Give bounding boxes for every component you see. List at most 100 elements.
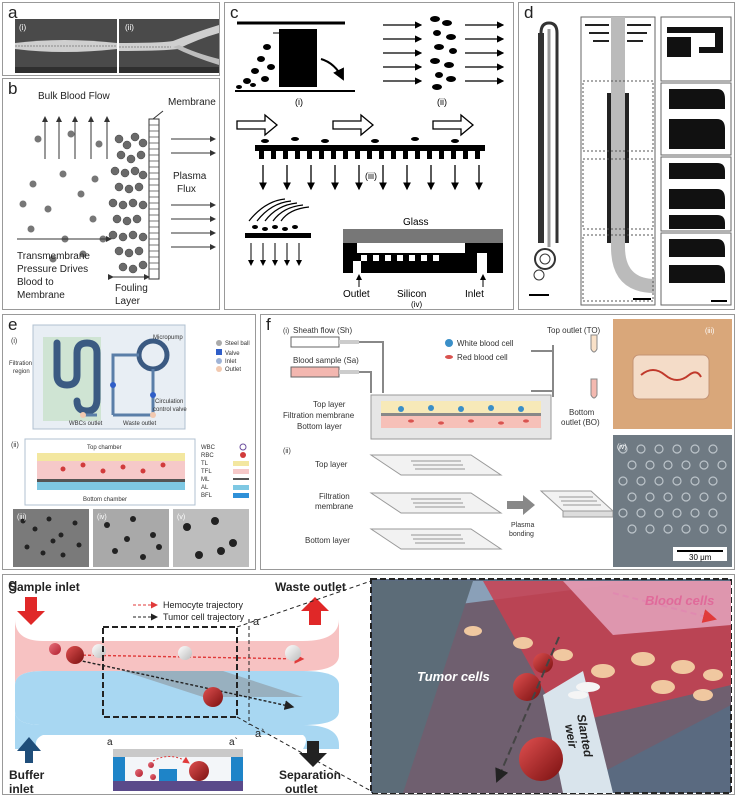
- panel-e-sub-ii: (ii): [11, 442, 19, 449]
- bottom-chamber-label: Bottom chamber: [83, 497, 127, 503]
- outlet-label: Outlet: [343, 289, 370, 300]
- inlet-label: Inlet: [465, 289, 484, 300]
- hemocyte-label: Hemocyte trajectory: [163, 600, 244, 610]
- legend-wbc: WBC: [201, 445, 216, 451]
- panel-e-diagram: (i) Filtration region Micropump WBCs out…: [9, 324, 250, 567]
- panel-f-sub-iv: (iv): [617, 444, 627, 451]
- red-blood-cell-label: Red blood cell: [457, 353, 508, 362]
- separation-outlet-1: Separation: [279, 768, 341, 782]
- panel-g-diagram: Sample inlet Waste outlet Hemocyte traje…: [9, 578, 732, 795]
- panel-f-sub-i: (i): [283, 328, 289, 335]
- tumor-cells-label: Tumor cells: [417, 669, 490, 684]
- panel-c-sub-i: (i): [295, 97, 303, 107]
- fouling-line-1: Fouling: [115, 283, 148, 294]
- fouling-line-2: Layer: [115, 296, 141, 307]
- weir-label: weir: [562, 723, 580, 750]
- blood-cells-label: Blood cells: [645, 593, 714, 608]
- plasma-bonding-1: Plasma: [511, 522, 534, 529]
- panel-c: c (i) (ii): [224, 2, 514, 310]
- panel-e-label: e: [8, 315, 18, 334]
- panel-g: g Sample inlet Waste outlet Hemocyte tra…: [2, 574, 735, 795]
- bottom-outlet-1: Bottom: [569, 408, 595, 417]
- top-layer-label: Top layer: [313, 400, 346, 409]
- sample-inlet-arrow: [17, 597, 45, 625]
- trans-line-2: Pressure Drives: [17, 264, 88, 275]
- panel-c-label: c: [230, 3, 239, 22]
- layers2-top: Top layer: [315, 460, 348, 469]
- panel-g-label: g: [8, 575, 18, 594]
- legend-al: AL: [201, 485, 209, 491]
- legend-ml: ML: [201, 477, 210, 483]
- panel-c-diagram: (i) (ii): [235, 16, 505, 309]
- separation-outlet-2: outlet: [285, 782, 318, 795]
- plasma-bonding-2: bonding: [509, 531, 534, 538]
- filtration-region-1: Filtration: [9, 361, 32, 367]
- panel-b: b Bulk Blood Flow Membrane: [2, 78, 220, 310]
- buffer-inlet-2: inlet: [9, 782, 34, 795]
- legend-tfl: TFL: [201, 469, 212, 475]
- bottom-layer-label: Bottom layer: [297, 422, 342, 431]
- panel-a-micrographs: (i) (ii): [15, 19, 219, 73]
- top-outlet-label: Top outlet (TO): [547, 326, 601, 335]
- plasma-label: Plasma: [173, 171, 207, 182]
- scale-bar-label: 30 μm: [689, 553, 712, 562]
- layers2-filtration: Filtration: [319, 492, 350, 501]
- filtration-region-2: region: [13, 369, 30, 375]
- panel-f-label: f: [266, 315, 271, 334]
- layers2-bottom: Bottom layer: [305, 536, 350, 545]
- bulk-blood-flow-label: Bulk Blood Flow: [38, 91, 110, 102]
- white-blood-cell-label: White blood cell: [457, 339, 514, 348]
- legend-rbc: RBC: [201, 453, 214, 459]
- waste-outlet-g-label: Waste outlet: [275, 580, 346, 594]
- circulation-1: Circulation: [155, 399, 183, 405]
- blood-sample-label: Blood sample (Sa): [293, 356, 359, 365]
- bottom-outlet-2: outlet (BO): [561, 418, 600, 427]
- panel-c-sub-iv: (iv): [411, 300, 422, 309]
- panel-e-sub-i: (i): [11, 338, 17, 345]
- panel-c-sub-ii: (ii): [437, 97, 447, 107]
- top-chamber-label: Top chamber: [87, 445, 122, 451]
- circulation-2: control valve: [153, 407, 187, 413]
- waste-outlet-arrow: [301, 597, 329, 625]
- legend-bfl: BFL: [201, 493, 213, 499]
- legend-steel-ball: Steel ball: [225, 341, 250, 347]
- panel-d-label: d: [524, 3, 534, 22]
- sheath-flow-label: Sheath flow (Sh): [293, 326, 352, 335]
- panel-f-diagram: (i) Sheath flow (Sh) Blood sample (Sa) W…: [283, 319, 732, 567]
- panel-c-sub-iii: (iii): [365, 171, 377, 181]
- buffer-inlet-1: Buffer: [9, 768, 45, 782]
- legend-tl: TL: [201, 461, 209, 467]
- section-a-bottom: a: [107, 737, 113, 748]
- flux-label: Flux: [177, 184, 196, 195]
- panel-f-sub-iii: (iii): [705, 328, 714, 335]
- panel-a-sub-i: (i): [19, 23, 26, 32]
- trans-line-1: Transmembrane: [17, 251, 90, 262]
- section-a-prime-bottom: a`: [229, 736, 238, 748]
- section-a-prime-top: a`: [255, 728, 265, 740]
- layers2-membrane: membrane: [315, 502, 354, 511]
- trans-line-4: Membrane: [17, 290, 65, 301]
- panel-a-sub-ii: (ii): [125, 23, 134, 32]
- panel-d-device: [529, 16, 732, 306]
- wbcs-outlet-label: WBCs outlet: [69, 421, 103, 427]
- panel-e-sub-iv: (iv): [97, 514, 107, 521]
- separation-outlet-arrow: [299, 741, 327, 767]
- micropump-label: Micropump: [153, 335, 183, 341]
- sample-inlet-label: Sample inlet: [9, 580, 80, 594]
- silicon-label: Silicon: [397, 289, 426, 300]
- panel-d: d: [518, 2, 735, 310]
- glass-label: Glass: [403, 217, 429, 228]
- panel-e: e (i) Filtration region Micropump WBCs o…: [2, 314, 256, 570]
- panel-e-sub-iii: (iii): [17, 514, 26, 521]
- buffer-inlet-arrow: [17, 737, 41, 763]
- panel-e-sub-v: (v): [177, 514, 185, 521]
- panel-a: a (i) (ii): [2, 2, 220, 76]
- section-a-top: a: [253, 616, 260, 628]
- panel-f: f (i) Sheath flow (Sh) Blood sample (Sa)…: [260, 314, 735, 570]
- waste-outlet-label: Waste outlet: [123, 421, 156, 427]
- panel-b-diagram: Bulk Blood Flow Membrane: [17, 91, 216, 307]
- panel-f-sub-ii: (ii): [283, 448, 291, 455]
- tumor-traj-label: Tumor cell trajectory: [163, 612, 245, 622]
- panel-a-label: a: [8, 3, 18, 22]
- legend-outlet: Outlet: [225, 367, 241, 373]
